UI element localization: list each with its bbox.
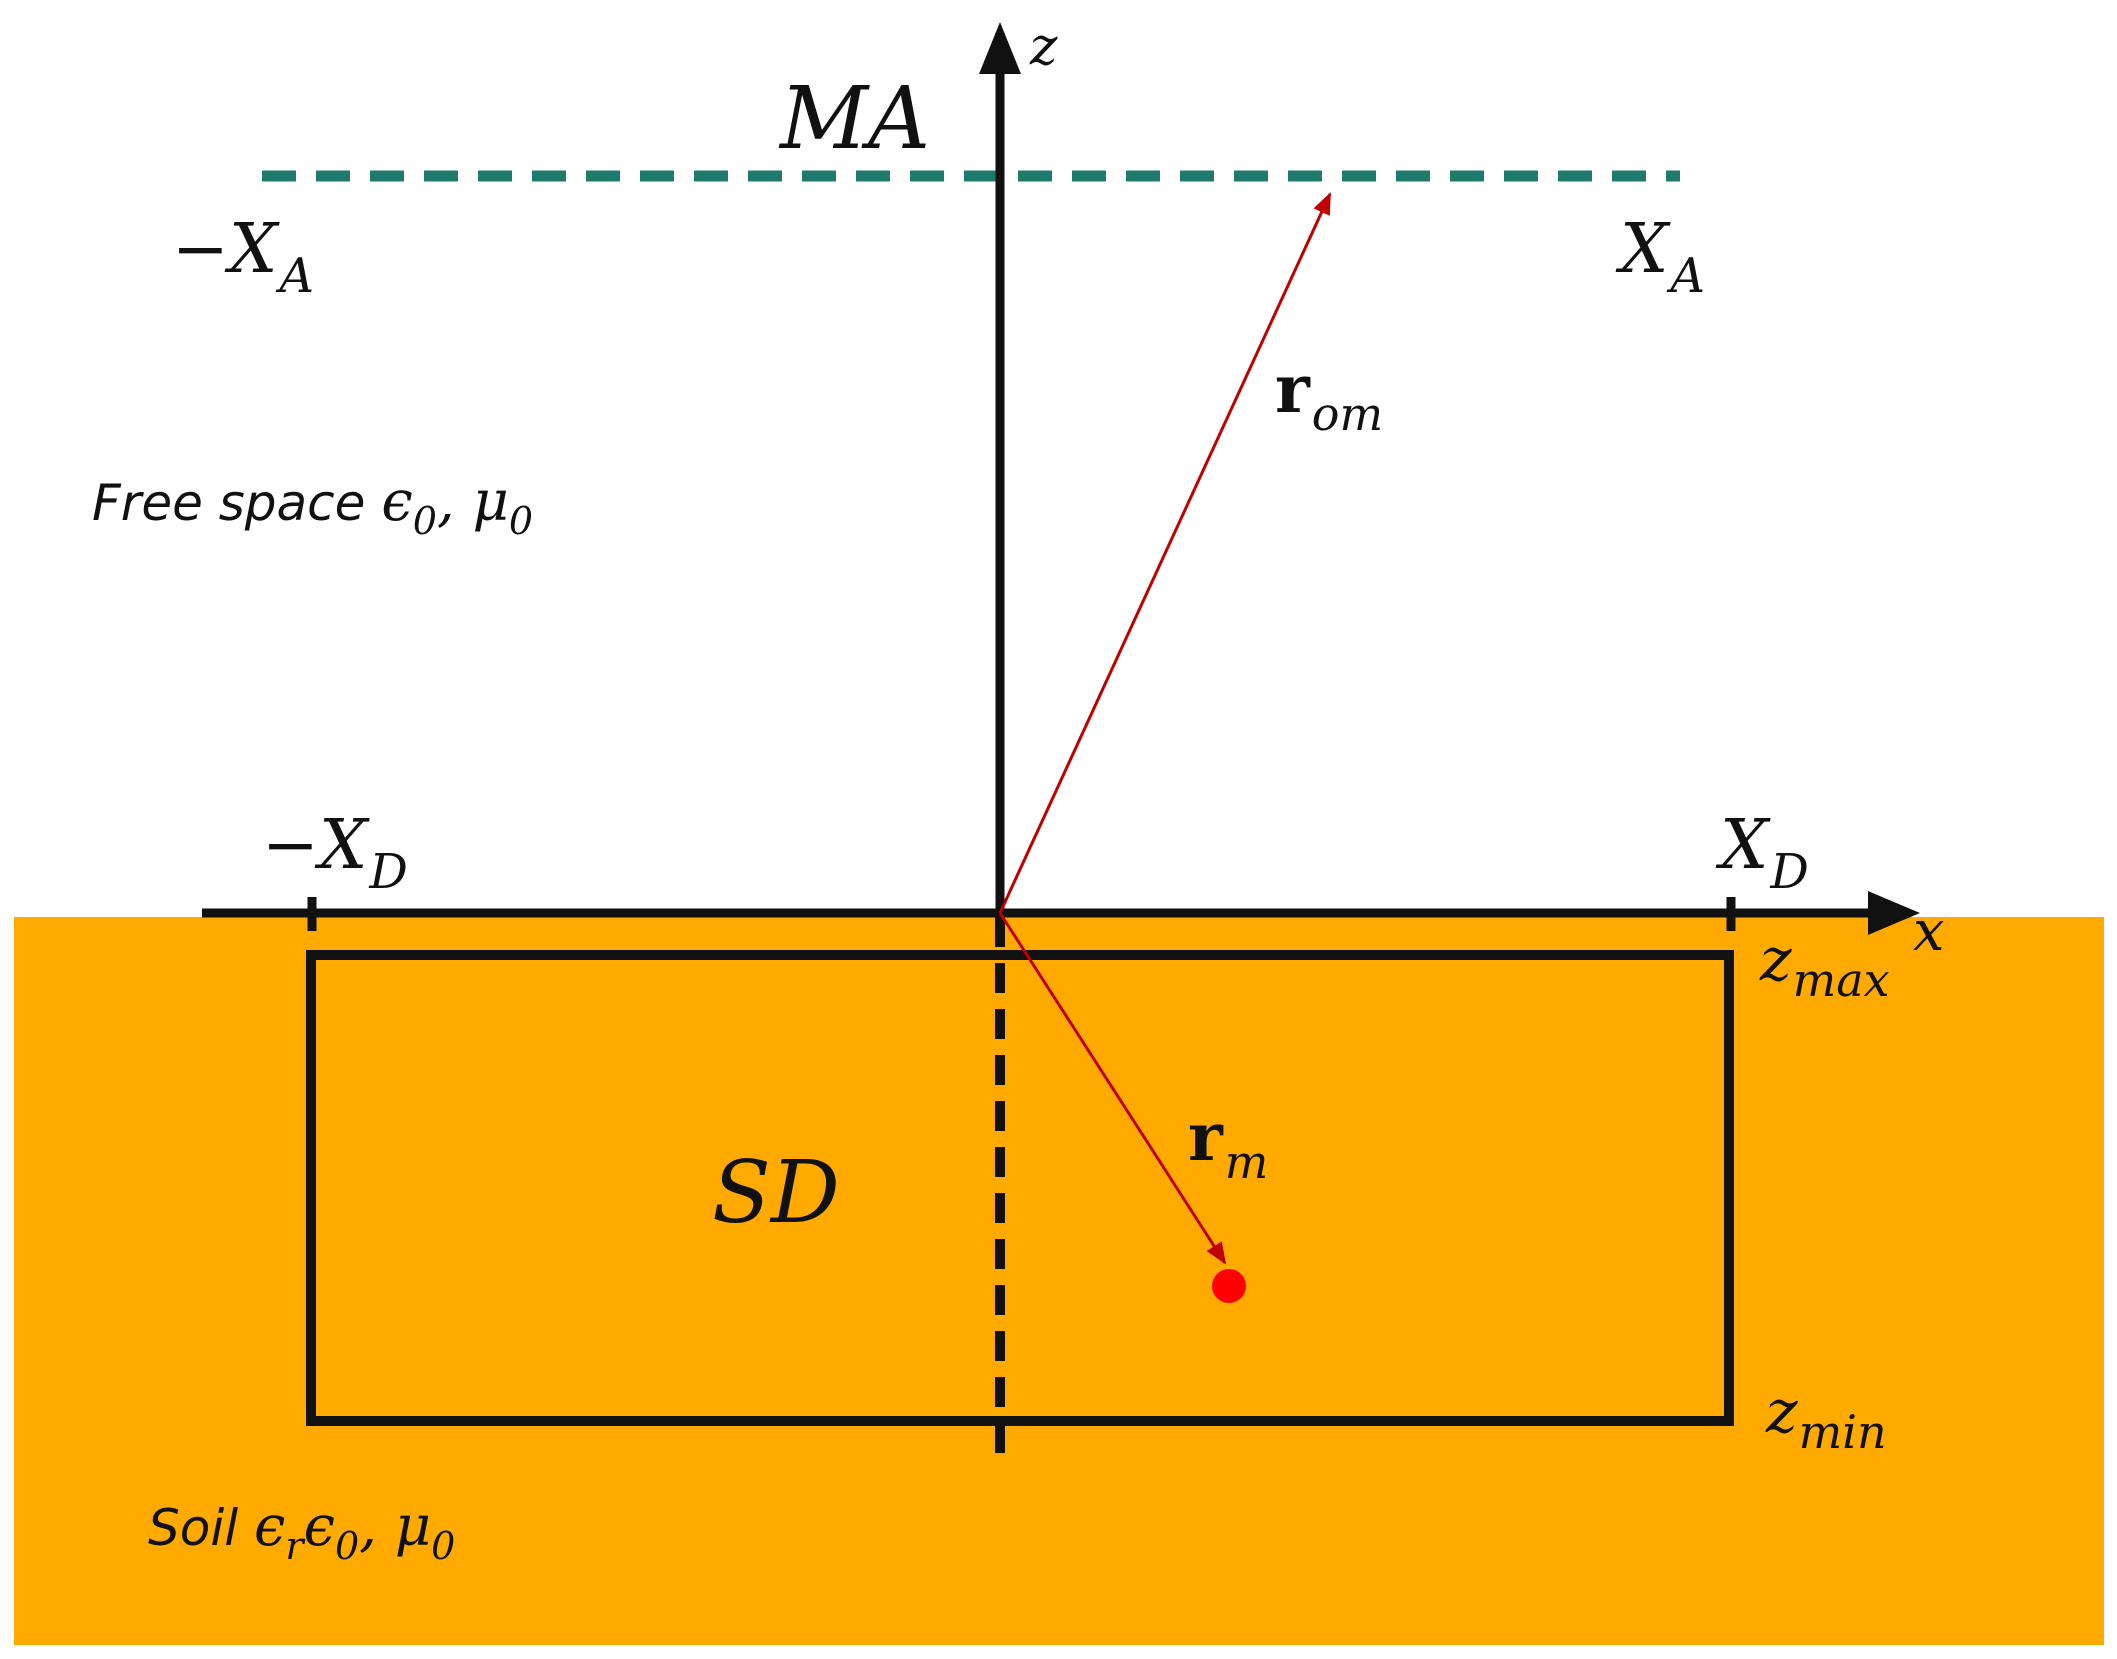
r-om-label: rom bbox=[1275, 350, 1383, 441]
investigation-domain-box bbox=[306, 950, 1734, 1426]
aperture-right-label: XA bbox=[1615, 210, 1705, 304]
z-max-label: zmax bbox=[1759, 925, 1890, 1007]
domain-left-label: −XD bbox=[262, 806, 408, 900]
z-axis bbox=[979, 22, 1021, 917]
z-min-label: zmin bbox=[1765, 1377, 1887, 1459]
free-space-label: Free space ϵ0, μ0 bbox=[92, 469, 533, 543]
r-m-label: rm bbox=[1188, 1098, 1268, 1189]
z-axis-label: z bbox=[1029, 17, 1058, 77]
soil-region bbox=[14, 917, 2104, 1645]
measurement-aperture-label: MA bbox=[778, 69, 930, 169]
target-point bbox=[1212, 1269, 1246, 1303]
aperture-left-label: −XA bbox=[172, 210, 314, 304]
vector-r-om bbox=[998, 192, 1332, 914]
domain-right-label: XD bbox=[1715, 806, 1809, 900]
investigation-domain-label: SD bbox=[712, 1143, 840, 1243]
x-axis bbox=[202, 891, 1920, 935]
vector-r-m bbox=[998, 912, 1227, 1265]
soil-label: Soil ϵrϵ0, μ0 bbox=[148, 1494, 455, 1568]
x-axis-label: x bbox=[1913, 899, 1945, 964]
